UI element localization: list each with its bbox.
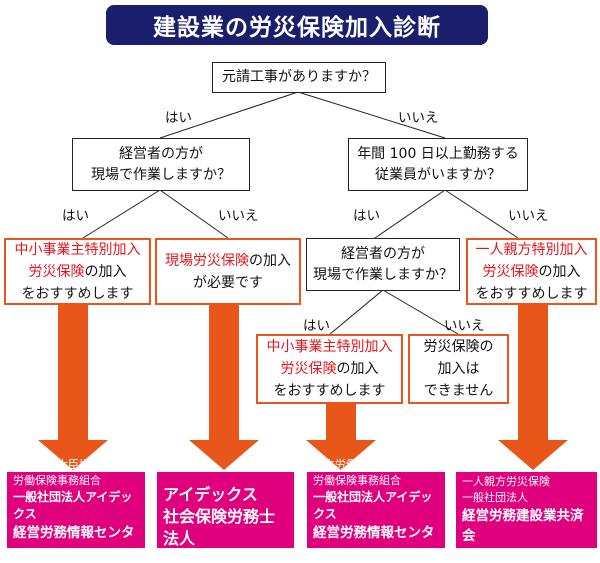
org-text: 一般社団法人 <box>462 491 528 504</box>
line-q4-yes <box>329 289 384 335</box>
org-text: 厚生労働大臣認可 <box>313 458 401 471</box>
org-box-keiei-roumu-center-2: 厚生労働大臣認可 労働保険事務組合 一般社団法人アイデックス 経営労務情報センタ… <box>307 458 445 561</box>
question-text: 現場で作業しますか？ <box>313 266 453 283</box>
result-not-eligible: 労災保険の 加入は できません <box>408 334 509 404</box>
line-q2-yes <box>82 189 161 239</box>
label-yes: はい <box>165 110 192 126</box>
result-site-insurance-required: 現場労災保険の加入 が必要です <box>155 238 301 305</box>
question-text: 年間 100 日以上勤務する <box>357 145 519 162</box>
line-q1-yes <box>159 91 299 139</box>
arrow-c <box>498 304 568 470</box>
line-q2-no <box>159 189 229 239</box>
result-text: できません <box>423 383 494 399</box>
result-text: の加入 <box>249 252 291 269</box>
result-highlight: 労災保険 <box>482 263 539 280</box>
result-sme-special-insurance: 中小事業主特別加入 労災保険の加入 をおすすめします <box>4 238 151 305</box>
result-highlight: 中小事業主特別加入 <box>266 339 393 355</box>
org-box-kensetsu-kyousaikai: 一人親方労災保険 一般社団法人 経営労務建設業共済会 <box>456 472 597 548</box>
org-name: 経営労務情報センター <box>13 525 135 561</box>
line-q3-yes <box>374 189 446 239</box>
label-no: いいえ <box>508 208 549 224</box>
question-owner-works-onsite: 経営者の方が現場で作業しますか？ <box>72 138 250 191</box>
org-text: 一般社団法人アイデックス <box>13 490 133 521</box>
result-text: の加入 <box>538 263 581 280</box>
result-text: の加入 <box>84 263 127 280</box>
label-yes: はい <box>353 208 380 224</box>
org-text: 労働保険事務組合 <box>313 474 401 487</box>
org-name: 経営労務建設業共済会 <box>462 508 584 544</box>
question-employees-100-days: 年間 100 日以上勤務する従業員がいますか？ <box>348 138 528 191</box>
org-text: 厚生労働大臣認可 <box>13 458 101 471</box>
label-no: いいえ <box>398 110 439 126</box>
result-text: をおすすめします <box>273 383 386 399</box>
result-text: をおすすめします <box>475 285 588 302</box>
result-highlight: 現場労災保険 <box>165 252 249 269</box>
line-q3-no <box>444 189 519 239</box>
org-box-keiei-roumu-center: 厚生労働大臣認可 労働保険事務組合 一般社団法人アイデックス 経営労務情報センタ… <box>7 458 145 561</box>
label-yes: はい <box>62 208 89 224</box>
result-text: をおすすめします <box>21 285 134 302</box>
org-name: アイデックス <box>163 485 258 504</box>
org-text: 労働保険事務組合 <box>13 474 101 487</box>
page-title: 建設業の労災保険加入診断 <box>106 5 488 45</box>
line-q1-no <box>297 91 446 139</box>
org-text: 一般社団法人アイデックス <box>313 490 433 521</box>
org-name: 経営労務情報センター <box>313 525 435 561</box>
label-yes: はい <box>303 318 330 334</box>
result-highlight: 労災保険 <box>28 263 85 280</box>
branch-lines <box>82 91 519 335</box>
arrow-b <box>189 304 259 470</box>
org-name: 社会保険労務士法人 <box>163 507 276 548</box>
result-highlight: 労災保険 <box>280 361 337 377</box>
label-no: いいえ <box>444 318 485 334</box>
result-sme-special-insurance-2: 中小事業主特別加入 労災保険の加入 をおすすめします <box>256 334 403 404</box>
result-text: 労災保険の <box>423 339 494 355</box>
result-highlight: 中小事業主特別加入 <box>14 241 141 258</box>
question-owner-works-onsite-2: 経営者の方が現場で作業しますか？ <box>306 238 460 291</box>
arrow-d <box>306 404 376 470</box>
result-sole-proprietor-insurance: 一人親方特別加入 労災保険の加入 をおすすめします <box>466 238 597 305</box>
label-no: いいえ <box>218 208 259 224</box>
question-main-contract: 元請工事がありますか？ <box>212 62 386 93</box>
result-text: 加入は <box>437 361 480 377</box>
result-highlight: 一人親方特別加入 <box>475 241 588 258</box>
arrow-a <box>38 304 108 470</box>
org-text: 一人親方労災保険 <box>462 475 550 488</box>
result-text: が必要です <box>193 274 263 291</box>
question-text: 経営者の方が <box>341 245 425 262</box>
question-text: 現場で作業しますか？ <box>91 166 231 183</box>
question-text: 従業員がいますか？ <box>375 166 501 183</box>
question-text: 経営者の方が <box>119 145 203 162</box>
line-q4-no <box>382 289 459 335</box>
result-text: の加入 <box>336 361 379 377</box>
org-box-idex-sharoushi: アイデックス 社会保険労務士法人 <box>157 472 294 548</box>
question-text: 元請工事がありますか？ <box>222 69 376 85</box>
